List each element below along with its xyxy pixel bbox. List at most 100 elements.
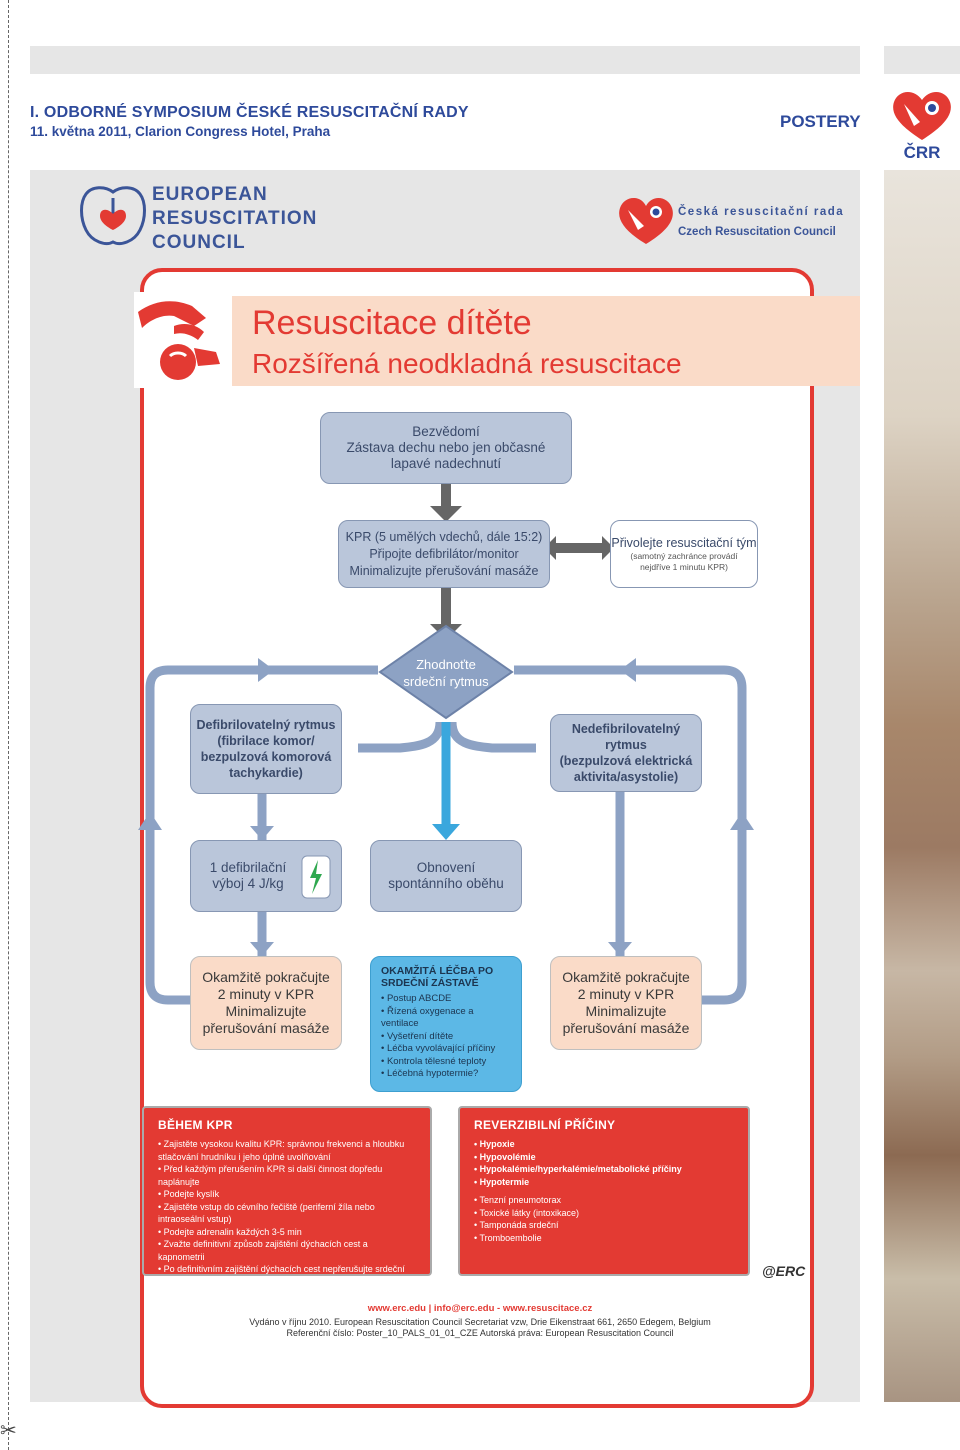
unresponsive-box: Bezvědomí Zástava dechu nebo jen občasné…	[320, 412, 572, 484]
poster-subtitle: Rozšířená neodkladná resuscitace	[252, 348, 682, 379]
arrow-right-team	[602, 536, 614, 560]
title-band	[232, 296, 860, 386]
connector-assess-shockable	[358, 721, 445, 753]
shock-line2: výboj 4 J/kg	[212, 876, 284, 891]
arrow-rosc	[432, 824, 460, 840]
cpr-line3: Minimalizujte přerušování masáže	[349, 563, 539, 578]
during-cpr-item: Před každým přerušením KPR si další činn…	[158, 1163, 416, 1188]
unresponsive-line2: Zástava dechu nebo jen občasné	[346, 440, 546, 455]
cut-line	[8, 0, 9, 1450]
call-team-box: Přivolejte resuscitační tým (samotný zac…	[610, 520, 758, 588]
during-cpr-list: Zajistěte vysokou kvalitu KPR: správnou …	[158, 1138, 416, 1301]
post-item: Léčba vyvolávající příčiny	[381, 1043, 511, 1056]
shockable-line3: bezpulzová komorová	[200, 750, 332, 764]
rosc-line2: spontánního oběhu	[388, 876, 504, 891]
during-cpr-title: BĚHEM KPR	[158, 1118, 233, 1132]
assess-line1: Zhodnoťte	[416, 657, 476, 672]
reversible-t-item: Tromboembolie	[474, 1232, 734, 1245]
during-cpr-item: Po definitivním zajištění dýchacích cest…	[158, 1263, 416, 1288]
section-label: POSTERY	[780, 112, 861, 131]
assess-rhythm-label: Zhodnoťte srdeční rytmus	[390, 656, 502, 690]
poster-title: Resuscitace dítěte	[252, 304, 532, 342]
unresponsive-line3: lapavé nadechnutí	[390, 456, 502, 471]
connector-assess-nonshockable	[447, 721, 536, 753]
post-title-line1: OKAMŽITÁ LÉČBA PO	[381, 965, 494, 977]
continue-left-line1: Okamžitě pokračujte	[202, 969, 330, 985]
erc-name-line3: COUNCIL	[152, 232, 246, 253]
shock-line1: 1 defibrilační	[209, 860, 287, 875]
assess-line2: srdeční rytmus	[403, 674, 489, 689]
shockable-line1: Defibrilovatelný rytmus	[196, 718, 336, 732]
during-cpr-panel: BĚHEM KPR Zajistěte vysokou kvalitu KPR:…	[142, 1106, 432, 1299]
during-cpr-item: Zvažte definitivní způsob zajištění dých…	[158, 1238, 416, 1263]
erc-small-logo: @ERC	[762, 1263, 806, 1279]
shockable-line2: (fibrilace komor/	[217, 734, 315, 748]
continue-right-line3: Minimalizujte	[585, 1003, 667, 1019]
assess-rhythm-diamond	[378, 624, 514, 720]
footer-issued: Vydáno v říjnu 2010. European Resuscitat…	[249, 1317, 711, 1327]
cpr-line1: KPR (5 umělých vdechů, dále 15:2)	[345, 529, 543, 544]
reversible-h-item: Hypoxie	[474, 1138, 734, 1151]
rosc-line1: Obnovení	[416, 860, 476, 875]
team-title: Přivolejte resuscitační tým	[611, 535, 757, 550]
during-cpr-item: Podejte adrenalin každých 3-5 min	[158, 1226, 416, 1239]
city-photo-strip	[884, 170, 960, 1402]
cpr-box: KPR (5 umělých vdechů, dále 15:2) Připoj…	[338, 520, 550, 588]
post-item: Vyšetření dítěte	[381, 1031, 511, 1044]
team-note-line1: (samotný zachránce provádí	[630, 550, 738, 561]
reversible-t-list: Tenzní pneumotorax Toxické látky (intoxi…	[474, 1194, 734, 1244]
continue-left-line3: Minimalizujte	[225, 1003, 307, 1019]
continue-right-line1: Okamžitě pokračujte	[562, 969, 690, 985]
loop-left	[145, 665, 378, 1005]
shockable-line4: tachykardie)	[229, 766, 303, 780]
reversible-h-list: Hypoxie Hypovolémie Hypokalémie/hyperkal…	[474, 1138, 734, 1188]
reversible-t-item: Toxické látky (intoxikace)	[474, 1207, 734, 1220]
symposium-title: I. ODBORNÉ SYMPOSIUM ČESKÉ RESUSCITAČNÍ …	[30, 104, 469, 121]
top-bar	[30, 46, 860, 74]
during-cpr-item: Zajistěte vysokou kvalitu KPR: správnou …	[158, 1138, 416, 1163]
continue-left-line4: přerušování masáže	[202, 1020, 330, 1036]
symposium-subtitle: 11. května 2011, Clarion Congress Hotel,…	[30, 124, 331, 139]
arrow-start-cpr	[430, 506, 462, 522]
reversible-causes-panel: REVERZIBILNÍ PŘÍČINY Hypoxie Hypovolémie…	[458, 1106, 750, 1276]
top-bar-right	[884, 46, 960, 74]
continue-right-line2: 2 minuty v KPR	[577, 986, 675, 1002]
unresponsive-line1: Bezvědomí	[412, 424, 480, 439]
during-cpr-item: Podejte kyslík	[158, 1188, 416, 1201]
nonshockable-line2: (bezpulzová elektrická	[559, 754, 693, 768]
reversible-h-item: Hypokalémie/hyperkalémie/metabolické pří…	[474, 1163, 734, 1176]
post-item: Kontrola tělesné teploty	[381, 1056, 511, 1069]
footer-links[interactable]: www.erc.edu | info@erc.edu - www.resusci…	[367, 1303, 593, 1314]
shock-box: 1 defibrilační výboj 4 J/kg	[190, 840, 342, 912]
post-item: Postup ABCDE	[381, 993, 511, 1006]
shockable-rhythm-box: Defibrilovatelný rytmus (fibrilace komor…	[190, 704, 342, 794]
post-arrest-list: Postup ABCDE Řízená oxygenace a ventilac…	[381, 993, 511, 1081]
post-item: Řízená oxygenace a ventilace	[381, 1006, 511, 1031]
lightning-icon	[301, 855, 331, 899]
during-cpr-item: Zajistěte vstup do cévního řečiště (peri…	[158, 1201, 416, 1226]
cpr-line2: Připojte defibrilátor/monitor	[369, 546, 519, 561]
reversible-title: REVERZIBILNÍ PŘÍČINY	[474, 1118, 616, 1132]
nonshockable-line1: Nedefibrilovatelný rytmus	[571, 722, 681, 752]
crr-logo: ČRR	[886, 82, 958, 162]
continue-left-line2: 2 minuty v KPR	[217, 986, 315, 1002]
footer-reference: Referenční číslo: Poster_10_PALS_01_01_C…	[286, 1328, 674, 1338]
arrow-left-cpr	[544, 536, 556, 560]
cpr-hands-illustration	[134, 292, 230, 388]
crr-heart-logo	[614, 190, 678, 248]
erc-lungs-logo	[78, 184, 148, 250]
scissors-icon: ✂	[0, 1420, 17, 1442]
post-arrest-care-box: OKAMŽITÁ LÉČBA PO SRDEČNÍ ZÁSTAVĚ Postup…	[370, 956, 522, 1092]
reversible-t-item: Tenzní pneumotorax	[474, 1194, 734, 1207]
loop-right	[514, 665, 747, 1005]
nonshockable-line3: aktivita/asystolie)	[573, 770, 679, 784]
continue-cpr-left-box: Okamžitě pokračujte 2 minuty v KPR Minim…	[190, 956, 342, 1050]
erc-name-line1: EUROPEAN	[152, 184, 268, 205]
erc-name-line2: RESUSCITATION	[152, 208, 318, 229]
continue-right-line4: přerušování masáže	[562, 1020, 690, 1036]
post-item: Léčebná hypotermie?	[381, 1068, 511, 1081]
reversible-t-item: Tamponáda srdeční	[474, 1219, 734, 1232]
crr-abbr-text: ČRR	[904, 143, 941, 162]
crr-name-en: Czech Resuscitation Council	[678, 226, 836, 238]
continue-cpr-right-box: Okamžitě pokračujte 2 minuty v KPR Minim…	[550, 956, 702, 1050]
